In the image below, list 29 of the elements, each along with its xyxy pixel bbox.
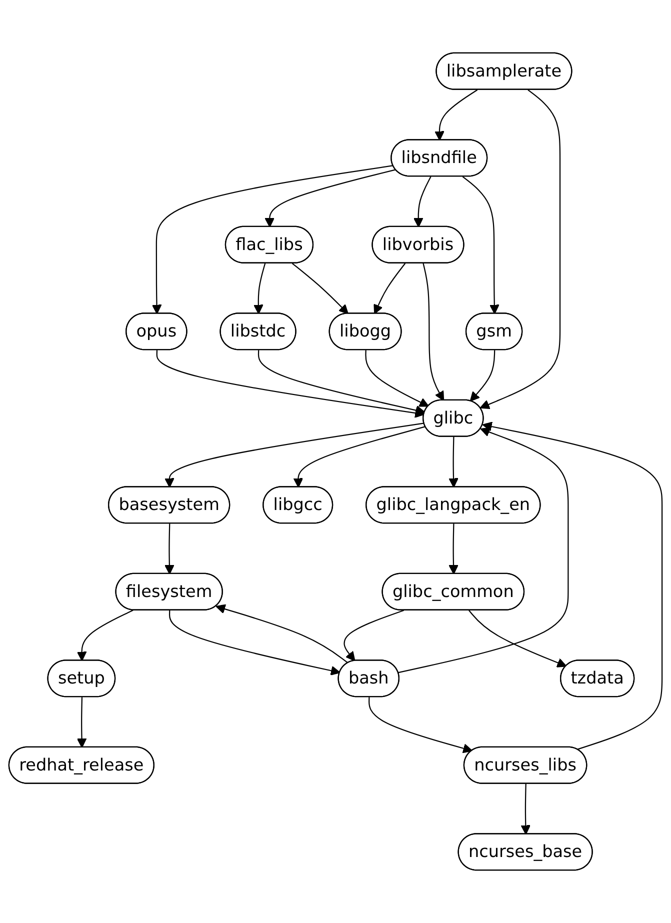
arrow xyxy=(258,350,426,416)
arrow xyxy=(480,89,561,410)
arrow xyxy=(365,350,429,407)
arrow xyxy=(76,610,134,662)
arrow xyxy=(164,524,174,574)
arrow xyxy=(422,263,444,401)
arrow xyxy=(374,263,406,314)
arrow xyxy=(470,350,496,402)
arrow xyxy=(253,263,266,314)
arrow xyxy=(152,165,394,314)
arrow xyxy=(462,176,500,314)
arrow xyxy=(413,176,432,228)
arrow xyxy=(468,610,567,668)
arrow xyxy=(216,604,348,664)
arrow xyxy=(398,427,569,674)
arrow xyxy=(434,89,478,141)
arrow xyxy=(448,524,458,574)
arrow xyxy=(520,784,531,835)
arrow xyxy=(76,697,87,748)
arrow xyxy=(368,697,473,754)
arrow xyxy=(482,422,663,750)
arrow xyxy=(156,350,425,418)
arrow xyxy=(448,436,458,488)
arrow xyxy=(344,610,404,662)
arrow xyxy=(292,262,348,314)
arrow xyxy=(164,422,424,488)
arrow xyxy=(264,169,396,228)
arrow xyxy=(168,610,340,676)
arrow xyxy=(293,426,426,488)
